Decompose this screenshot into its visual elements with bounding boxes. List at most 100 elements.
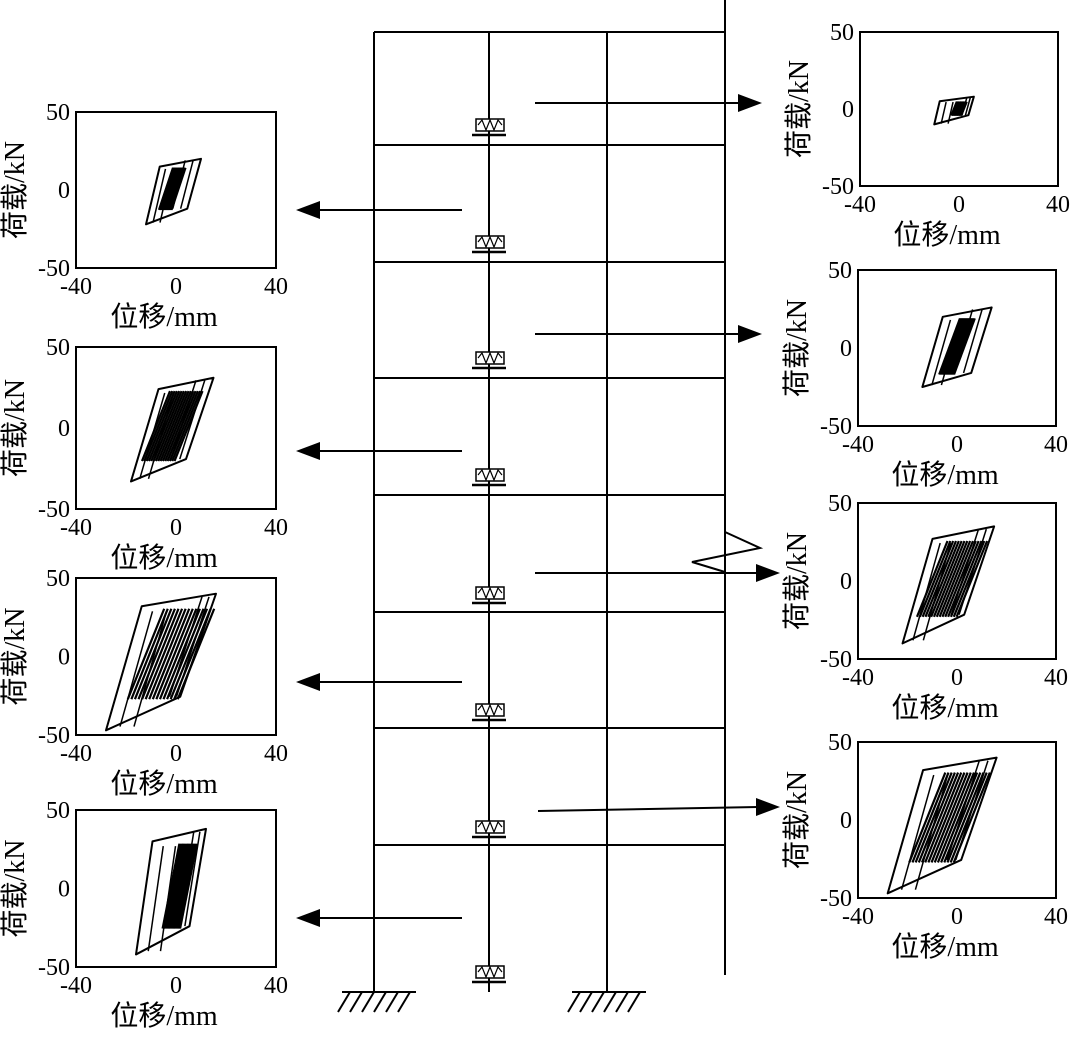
x-tick-label: 0 (951, 904, 963, 930)
y-tick-label: 0 (840, 569, 852, 595)
y-tick-label: -50 (38, 497, 70, 523)
y-tick-label: 0 (58, 416, 70, 442)
loop-cycle (943, 772, 982, 863)
loop-cycle (162, 843, 182, 929)
damper-device (472, 351, 506, 370)
loop-cycle (918, 540, 952, 618)
loop-cycle-outer (147, 846, 164, 952)
y-tick-label: 50 (830, 20, 854, 46)
arrow-story7-right (535, 94, 762, 112)
y-tick-label: 0 (58, 877, 70, 903)
loop-cycle (949, 772, 988, 863)
loop-cycle (152, 390, 183, 462)
arrow-story6-left (296, 201, 462, 219)
arrow-story1-left (296, 909, 462, 927)
loop-cycle-outer (178, 831, 195, 927)
loop-cycle-outer (912, 542, 941, 641)
arrow-story3-right (535, 564, 780, 582)
x-tick-label: -40 (60, 973, 92, 999)
hysteresis-loop (145, 157, 202, 226)
loop-cycle-outer (962, 309, 983, 374)
hysteresis-loop (901, 525, 996, 645)
x-axis-label: 位移/mm (891, 692, 999, 724)
fixed-support-left (337, 991, 416, 1013)
loop-cycle (151, 608, 191, 700)
arrows (296, 94, 780, 927)
x-tick-label: 0 (170, 973, 182, 999)
y-tick-label: -50 (820, 886, 852, 912)
x-axis-label: 位移/mm (891, 931, 999, 963)
x-tick-label: -40 (60, 274, 92, 300)
y-tick-label: 50 (828, 258, 852, 284)
y-axis-label: 荷载/kN (0, 839, 31, 937)
loop-cycle (137, 608, 176, 700)
x-axis-label: 位移/mm (110, 542, 218, 574)
y-tick-label: -50 (38, 723, 70, 749)
x-tick-label: 40 (264, 274, 288, 300)
hysteresis-loop (933, 95, 975, 126)
fixed-support-middle (567, 991, 646, 1013)
column-break-symbol (691, 531, 764, 573)
loop-cycle (933, 772, 972, 863)
loop-cycle (177, 843, 197, 929)
loop-cycle-outer (940, 101, 947, 124)
loop-cycle (147, 390, 178, 462)
loop-cycle (140, 390, 172, 462)
damper-device (472, 965, 506, 984)
loop-cycle (166, 843, 186, 929)
arrow-story4-left (296, 442, 462, 460)
loop-cycle-outer (147, 392, 175, 479)
x-tick-label: 40 (1044, 432, 1068, 458)
x-tick-label: -40 (60, 741, 92, 767)
loop-cycle (172, 843, 192, 929)
x-axis-label: 位移/mm (893, 219, 1001, 251)
y-tick-label: 50 (46, 100, 70, 126)
hysteresis-loop (105, 592, 217, 732)
loop-cycle (927, 772, 966, 863)
loop-cycle (148, 608, 187, 700)
loop-cycle (941, 540, 974, 618)
y-tick-label: 50 (46, 566, 70, 592)
x-tick-label: -40 (842, 432, 874, 458)
loop-cycle-outer (159, 168, 174, 223)
y-tick-label: 0 (58, 178, 70, 204)
loop-cycle-outer (119, 611, 154, 727)
loop-cycle (930, 540, 963, 618)
hysteresis-loop (130, 376, 215, 483)
loop-cycle-outer (914, 774, 949, 890)
loop-cycle-outer (922, 542, 952, 641)
y-tick-label: 50 (828, 491, 852, 517)
x-tick-label: 0 (953, 192, 965, 218)
damper-device (472, 118, 506, 137)
loop-cycle (171, 843, 191, 929)
loop-cycle-outer (961, 97, 968, 116)
loop-cycle-outer (955, 760, 989, 861)
x-tick-label: 40 (1046, 192, 1070, 218)
loop-cycle (908, 772, 947, 863)
y-tick-label: -50 (38, 955, 70, 981)
loop-cycle-outer (900, 774, 935, 890)
loop-cycle (938, 540, 972, 618)
loop-cycle (171, 390, 202, 462)
loop-cycle (952, 317, 976, 375)
y-tick-label: -50 (820, 414, 852, 440)
loop-envelope (901, 525, 996, 645)
y-tick-label: -50 (822, 174, 854, 200)
loop-cycle-outer (175, 596, 210, 697)
loop-cycle (914, 772, 953, 863)
loop-cycle (936, 772, 975, 863)
x-axis-label: 位移/mm (110, 1000, 218, 1032)
y-tick-label: 0 (58, 645, 70, 671)
loop-envelope (130, 376, 215, 483)
loop-cycle-outer (172, 160, 186, 209)
x-tick-label: -40 (60, 515, 92, 541)
loop-cycle (158, 608, 198, 700)
loop-cycle (133, 608, 173, 700)
